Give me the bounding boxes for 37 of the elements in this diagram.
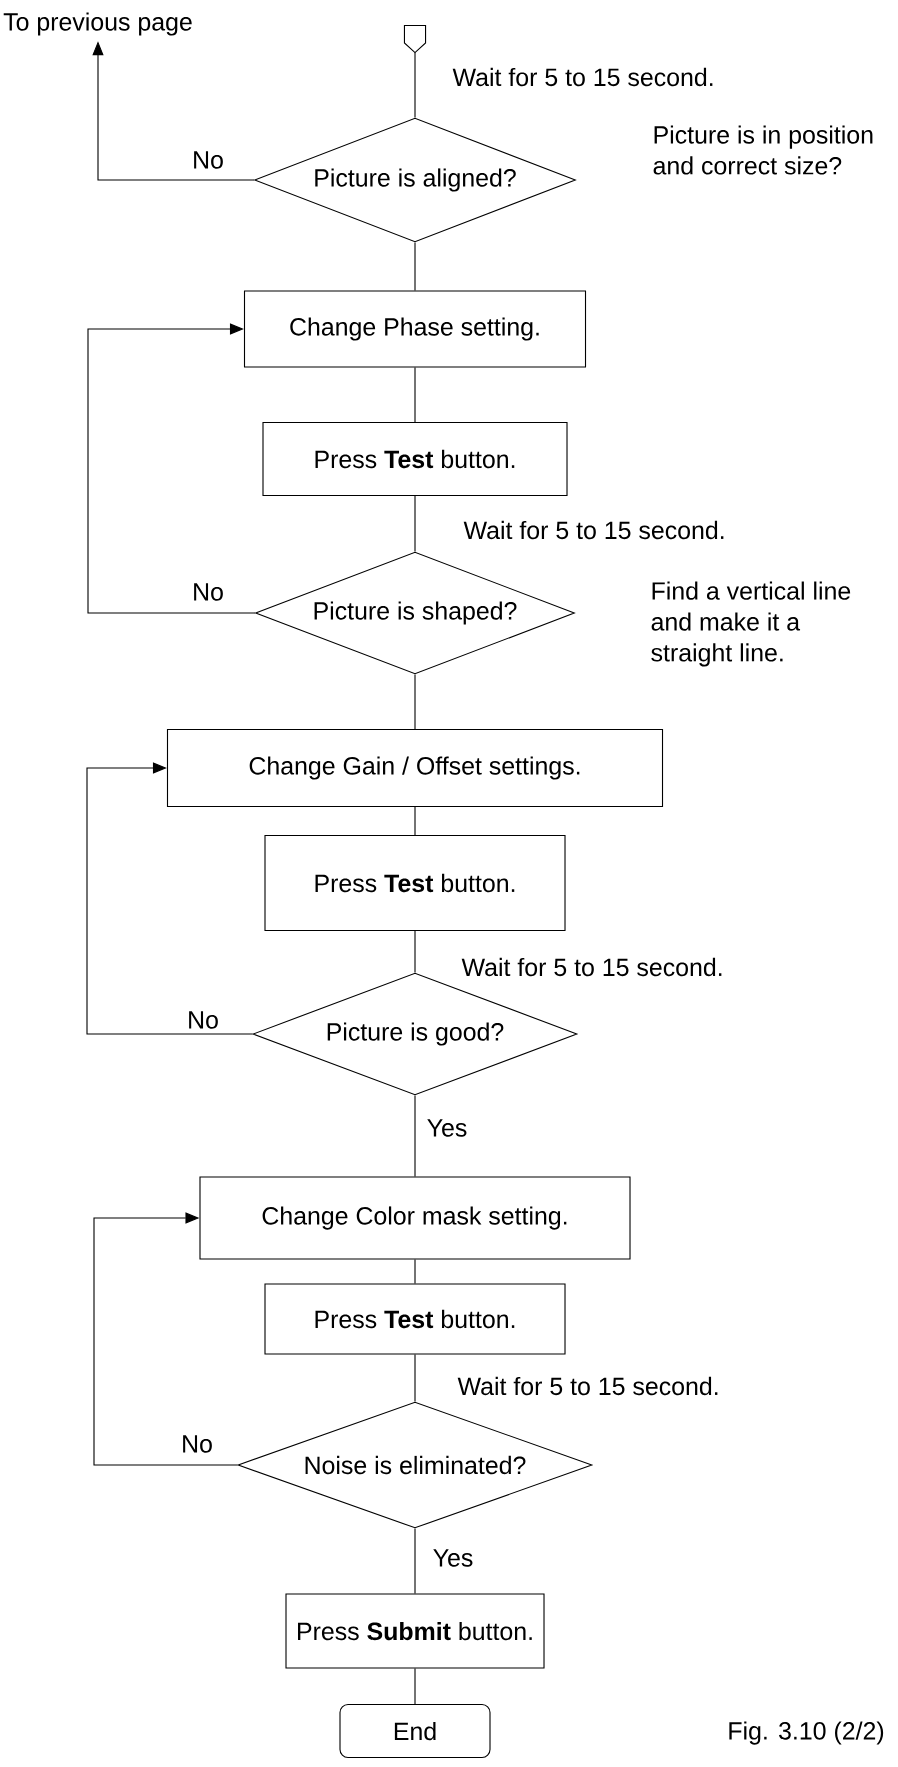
edge-label: No — [180, 1434, 214, 1454]
process-box: Change Color mask setting. — [199, 1176, 631, 1260]
connector-line — [414, 1095, 416, 1177]
process-box: Change Phase setting. — [243, 290, 587, 368]
process-box: Press Test button. — [264, 834, 566, 932]
offpage-connector — [403, 24, 427, 54]
process-box: Change Gain / Offset settings. — [166, 728, 664, 808]
process-box: Press Test button. — [264, 1283, 566, 1355]
connector-line — [414, 1528, 416, 1594]
process-box: Press Test button. — [262, 421, 568, 497]
connector-line — [414, 806, 416, 836]
arrow — [86, 762, 253, 1035]
edge-label: No — [186, 1010, 220, 1030]
connector-line — [414, 930, 416, 973]
connector-line — [414, 52, 416, 118]
process-box: Press Submit button. — [285, 1593, 545, 1669]
connector-line — [414, 1668, 416, 1705]
figure-caption: Fig. 3.10 (2/2) — [729, 1721, 884, 1745]
edge-label: Yes — [425, 1118, 469, 1138]
connector-line — [414, 242, 416, 291]
page-reference: To previous page — [3, 12, 192, 36]
edge-label: Wait for 5 to 15 second. — [451, 66, 716, 88]
connector-line — [414, 674, 416, 730]
edge-label: No — [191, 150, 225, 170]
edge-label: Wait for 5 to 15 second. — [462, 519, 727, 541]
connector-line — [414, 367, 416, 423]
edge-label: Wait for 5 to 15 second. — [456, 1375, 721, 1397]
connector-line — [414, 495, 416, 552]
note: Find a vertical line and make it a straight line. — [651, 581, 851, 667]
connector-line — [414, 1259, 416, 1284]
edge-label: No — [191, 582, 225, 602]
note: Picture is in position and correct size? — [653, 125, 873, 175]
edge-label: Yes — [431, 1548, 475, 1568]
arrow — [93, 1212, 238, 1466]
arrow — [87, 323, 256, 614]
connector-line — [414, 1354, 416, 1402]
terminal-box: End — [339, 1703, 491, 1759]
